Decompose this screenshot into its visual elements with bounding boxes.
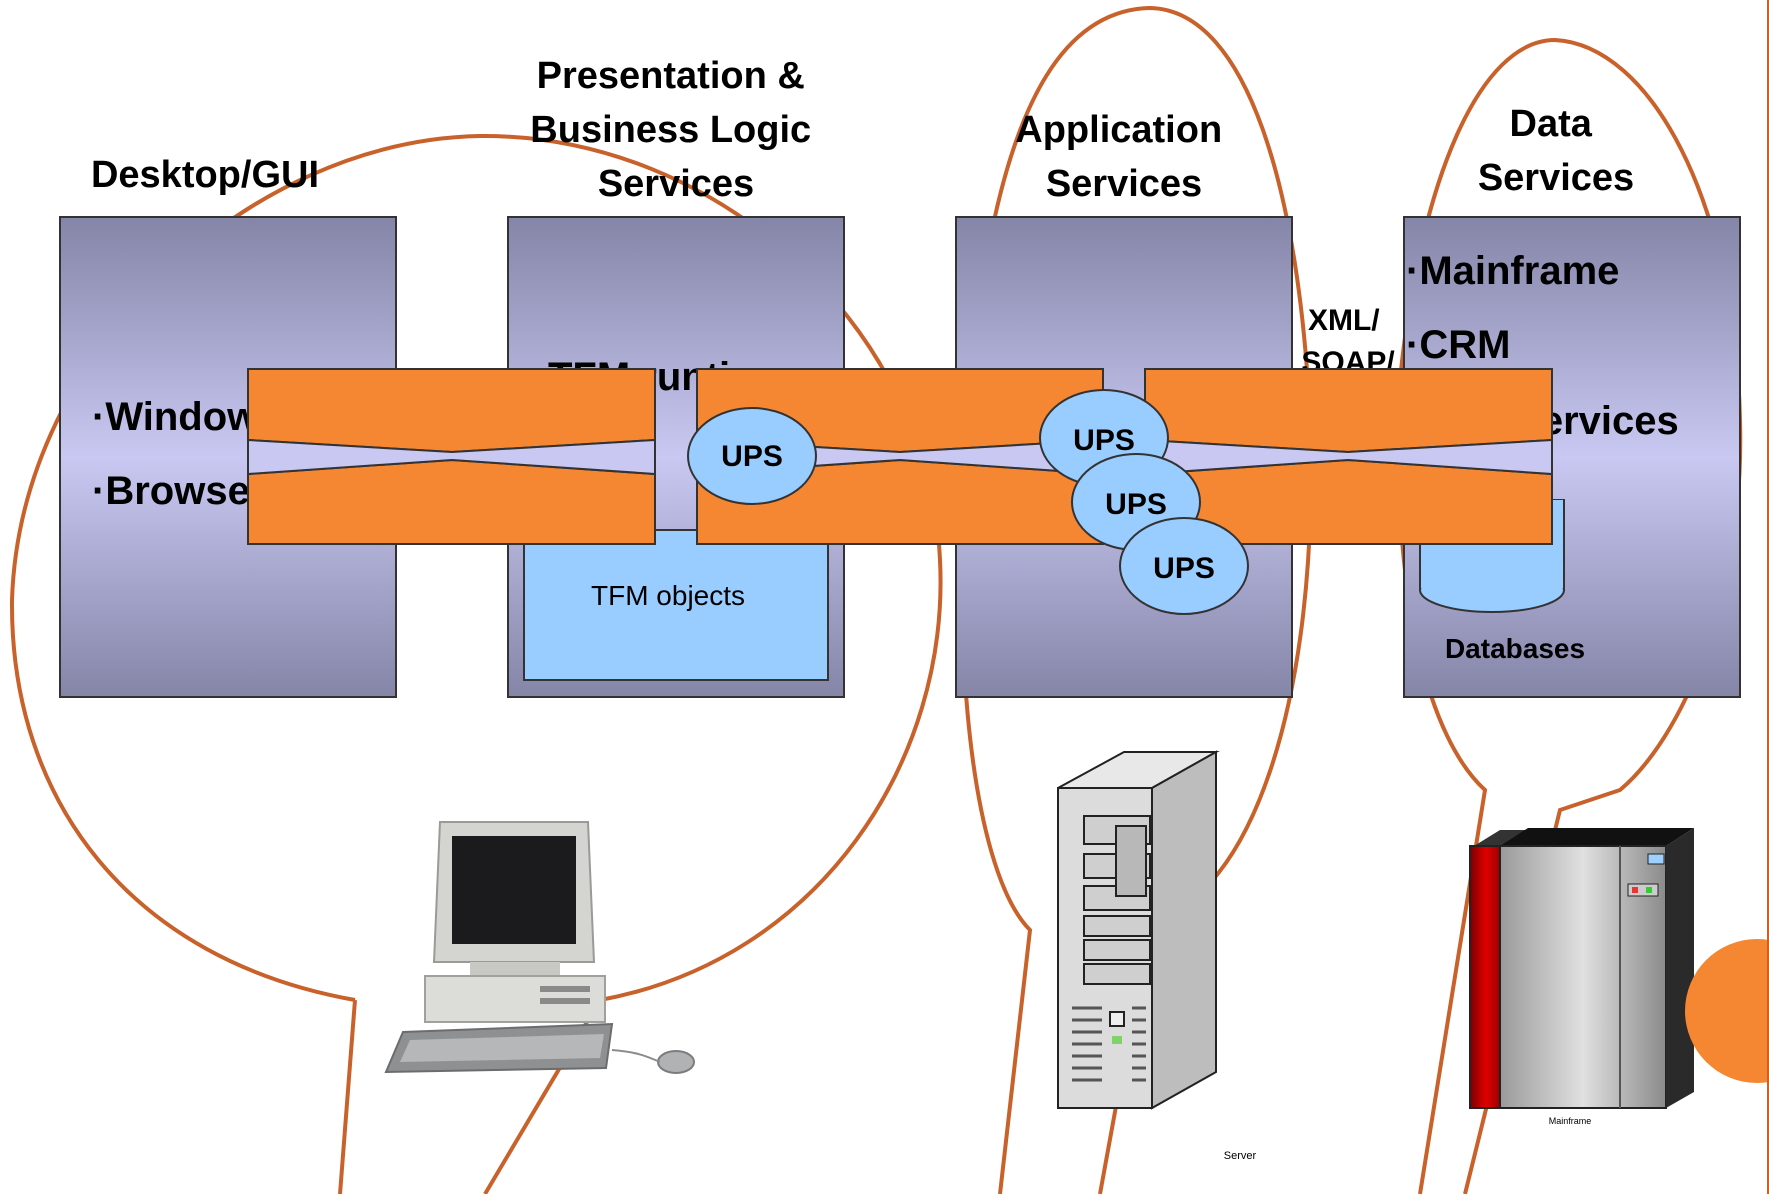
server-label: Server: [1224, 1150, 1257, 1162]
ups-node-presentation: UPS: [687, 407, 817, 505]
ups-label: UPS: [1105, 488, 1167, 521]
connector-desktop-presentation: [247, 368, 656, 545]
application-title: Application Services: [1015, 109, 1232, 205]
tfm-objects-label: TFM objects: [591, 580, 745, 611]
presentation-title-line-2: Business Logic: [530, 109, 811, 151]
mainframe-label: Mainframe: [1549, 1116, 1592, 1126]
tfm-objects-box: [523, 529, 829, 681]
data-title: Data Services: [1478, 103, 1634, 199]
desktop-item-browser: ·Browser: [92, 469, 265, 513]
protocol-label-line-1: XML/: [1308, 304, 1380, 337]
data-title-line-1: Data: [1510, 103, 1593, 145]
presentation-title-line-1: Presentation &: [537, 55, 805, 97]
ups-label: UPS: [1073, 424, 1135, 457]
protocol-label: XML/ SOAP/: [1301, 304, 1395, 379]
data-title-line-2: Services: [1478, 157, 1634, 199]
application-title-line-2: Services: [1046, 163, 1202, 205]
ups-label: UPS: [721, 440, 783, 473]
ups-nodes: UPS UPS UPS UPS: [687, 389, 1249, 615]
presentation-title: Presentation & Business Logic Services: [530, 55, 821, 205]
connector-application-data: [1144, 368, 1553, 545]
presentation-title-line-3: Services: [598, 163, 754, 205]
decorative-orange-circle: [1685, 939, 1769, 1083]
databases-label: Databases: [1445, 633, 1585, 664]
server-icon: [1057, 750, 1220, 1110]
connectors: [247, 368, 1553, 545]
desktop-title: Desktop/GUI: [91, 154, 319, 196]
ups-node-application-3: UPS: [1119, 517, 1249, 615]
data-item-mainframe: ·Mainframe: [1406, 249, 1619, 293]
data-item-crm: ·CRM: [1406, 323, 1510, 367]
mainframe-icon: [1469, 828, 1694, 1109]
desktop-computer-icon: [384, 821, 695, 1074]
ups-label: UPS: [1153, 552, 1215, 585]
desktop-callout-outline: [9, 133, 943, 1194]
right-edge-line: [1767, 0, 1769, 1194]
application-title-line-1: Application: [1015, 109, 1222, 151]
